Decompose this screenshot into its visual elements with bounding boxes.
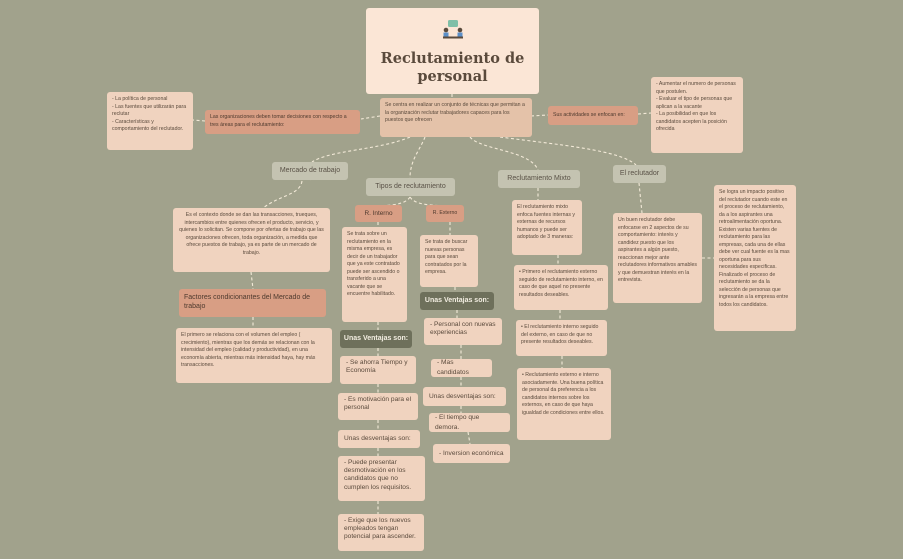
page-title: Reclutamiento de personal [380, 50, 525, 85]
title-card: Reclutamiento de personal [366, 8, 539, 94]
interno-ventaja-1: - Se ahorra Tiempo y Economía [340, 356, 416, 384]
mixto-item-1: • Primero el reclutamiento externo segui… [514, 265, 608, 310]
tipos-reclutamiento-node[interactable]: Tipos de reclutamiento [366, 178, 455, 196]
interno-desventaja-1: - Puede presentar desmotivación en los c… [338, 456, 425, 501]
interno-ventaja-2: - Es motivación para el personal [338, 393, 418, 420]
factores-node[interactable]: Factores condicionantes del Mercado de t… [179, 289, 326, 317]
mercado-trabajo-node[interactable]: Mercado de trabajo [272, 162, 348, 180]
mixto-item-3: • Reclutamiento externo e interno asocia… [517, 368, 611, 440]
team-meeting-icon [807, 27, 831, 49]
activities-node: Sus actividades se enfocan en: [548, 106, 638, 125]
interno-ventajas-label: Unas Ventajas son: [340, 330, 412, 348]
team-meeting-icon [443, 20, 463, 39]
interno-desventaja-2: - Exige que los nuevos empleados tengan … [338, 514, 424, 551]
r-externo-node[interactable]: R. Externo [426, 205, 464, 222]
externo-desventajas-label: Unas desventajas son: [423, 387, 506, 406]
el-reclutador-node[interactable]: El reclutador [613, 165, 666, 183]
areas-node: Las organizaciones deben tomar decisione… [205, 110, 360, 134]
reclutador-side-note: Se logra un impacto positivo del recluta… [714, 185, 796, 331]
externo-ventaja-1: - Personal con nuevas experiencias [424, 318, 502, 345]
reclutamiento-mixto-node[interactable]: Reclutamiento Mixto [498, 170, 580, 188]
externo-desventaja-2: - Inversion económica [433, 444, 510, 463]
center-description: Se centra en realizar un conjunto de téc… [380, 98, 532, 137]
externo-ventaja-2: - Mas candidatos [431, 359, 492, 377]
externo-ventajas-label: Unas Ventajas son: [420, 292, 494, 310]
mixto-item-2: • El reclutamiento interno seguido del e… [516, 320, 607, 356]
r-interno-node[interactable]: R. Interno [355, 205, 402, 222]
externo-desventaja-1: - El tiempo que demora. [429, 413, 510, 432]
mercado-description: Es el contexto donde se dan las transacc… [173, 208, 330, 272]
factores-description: El primero se relaciona con el volumen d… [176, 328, 332, 383]
activities-list: - Aumentar el numero de personas que pos… [651, 77, 743, 153]
r-interno-description: Se trata sobre un reclutamiento en la mi… [342, 227, 407, 322]
reclutador-description: Un buen reclutador debe enfocarse en 2 a… [613, 213, 702, 303]
r-externo-description: Se trata de buscar nuevas personas para … [420, 235, 478, 287]
areas-list: - La política de personal - Las fuentes … [107, 92, 193, 150]
interno-desventajas-label: Unas desventajas son: [338, 430, 420, 448]
mixto-description: El reclutamiento mixto enfoca fuentes in… [512, 200, 582, 255]
